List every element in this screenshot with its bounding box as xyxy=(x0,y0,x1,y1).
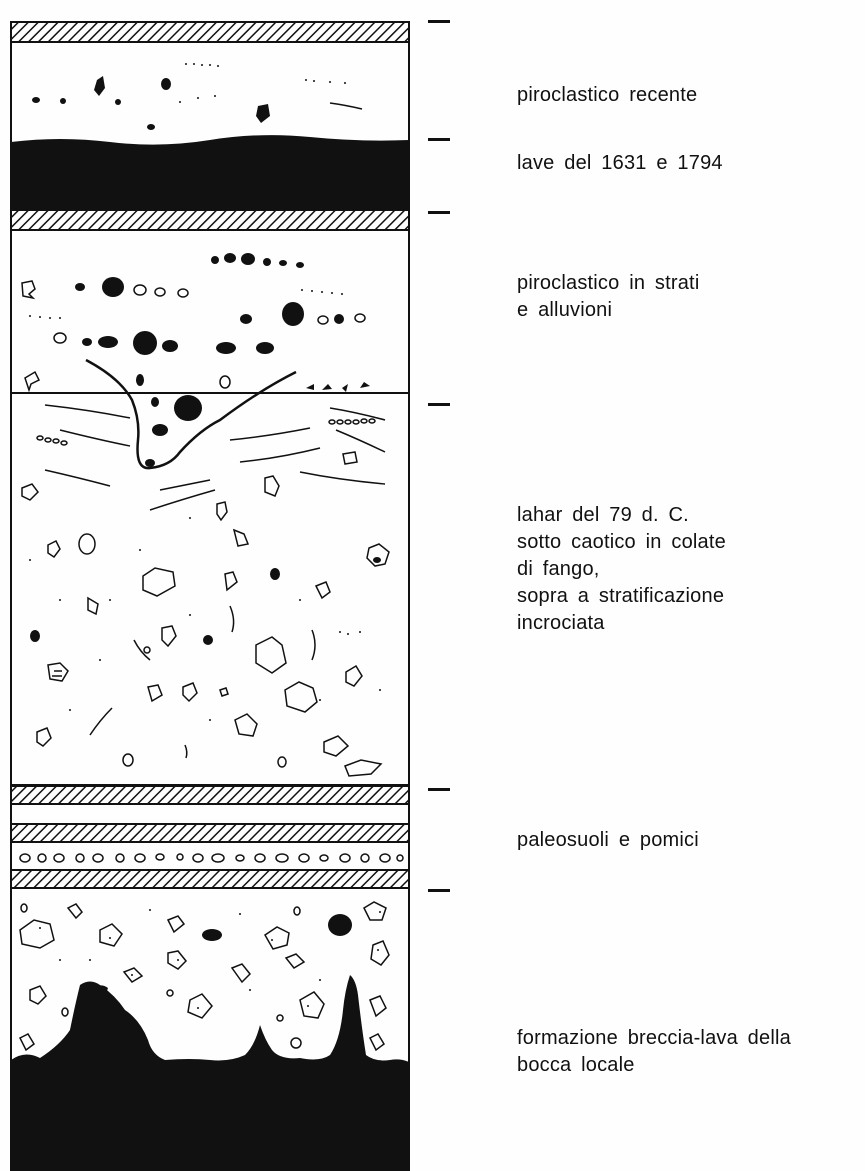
label-lahar: lahar del 79 d. C. sotto caotico in cola… xyxy=(517,502,726,637)
label-lave: lave del 1631 e 1794 xyxy=(517,150,723,177)
boundary-tick-5 xyxy=(428,788,450,791)
label-paleosuoli: paleosuoli e pomici xyxy=(517,827,699,854)
hatched-band-paleosuolo-1 xyxy=(11,786,409,804)
hatched-band-paleosuolo-3 xyxy=(11,870,409,888)
boundary-tick-2 xyxy=(428,138,450,141)
label-piroclastico-recente: piroclastico recente xyxy=(517,82,697,109)
label-piroclastico-strati: piroclastico in strati e alluvioni xyxy=(517,270,699,324)
stratigraphic-column xyxy=(0,0,420,1171)
boundary-tick-1 xyxy=(428,20,450,23)
boundary-tick-3 xyxy=(428,211,450,214)
label-breccia: formazione breccia-lava della bocca loca… xyxy=(517,1025,791,1079)
hatched-band-paleosuolo-2 xyxy=(11,824,409,842)
lava-layer-1631-1794 xyxy=(11,135,409,210)
boundary-tick-4 xyxy=(428,403,450,406)
boundary-tick-6 xyxy=(428,889,450,892)
hatched-band-2 xyxy=(11,210,409,230)
hatched-band-top xyxy=(11,22,409,42)
